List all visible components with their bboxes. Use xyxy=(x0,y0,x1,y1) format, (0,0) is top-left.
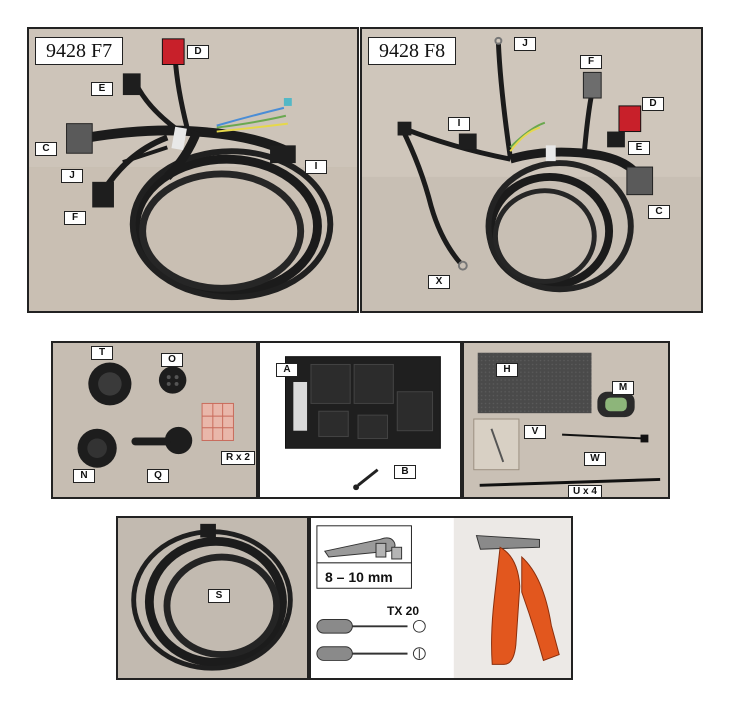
label-d: D xyxy=(642,97,664,111)
label-t: T xyxy=(91,346,113,360)
label-c: C xyxy=(648,205,670,219)
accessories-right-photo: H M V W U x 4 xyxy=(462,341,670,499)
harness-f8-photo: 9428 F8 J F I D E C X xyxy=(360,27,703,313)
accessories-right-image xyxy=(464,343,668,497)
label-b: B xyxy=(394,465,416,479)
label-w: W xyxy=(584,452,606,466)
sheath-photo: S xyxy=(116,516,309,680)
label-q: Q xyxy=(147,469,169,483)
label-s: S xyxy=(208,589,230,603)
label-r: R x 2 xyxy=(221,451,255,465)
label-n: N xyxy=(73,469,95,483)
label-e: E xyxy=(628,141,650,155)
label-i: I xyxy=(305,160,327,174)
label-f: F xyxy=(580,55,602,69)
label-e: E xyxy=(91,82,113,96)
label-j: J xyxy=(61,169,83,183)
label-c: C xyxy=(35,142,57,156)
label-o: O xyxy=(161,353,183,367)
label-d: D xyxy=(187,45,209,59)
ecu-photo: A B xyxy=(258,341,462,499)
label-i: I xyxy=(448,117,470,131)
label-j: J xyxy=(514,37,536,51)
label-f: F xyxy=(64,211,86,225)
label-a: A xyxy=(276,363,298,377)
harness-f8-title: 9428 F8 xyxy=(368,37,457,65)
socket-size-label: 8 – 10 mm xyxy=(325,569,393,585)
harness-f7-title: 9428 F7 xyxy=(35,37,124,65)
harness-f7-photo: 9428 F7 D E C J F I xyxy=(27,27,359,313)
sheath-image xyxy=(118,518,307,678)
label-m: M xyxy=(612,381,634,395)
label-u: U x 4 xyxy=(568,485,602,497)
tools-image xyxy=(311,518,571,678)
torx-size-label: TX 20 xyxy=(387,604,420,618)
label-x: X xyxy=(428,275,450,289)
harness-f8-image xyxy=(362,29,701,311)
tools-panel: 8 – 10 mm TX 20 xyxy=(309,516,573,680)
label-v: V xyxy=(524,425,546,439)
label-h: H xyxy=(496,363,518,377)
accessories-left-photo: T O N Q R x 2 xyxy=(51,341,258,499)
harness-f7-image xyxy=(29,29,357,311)
